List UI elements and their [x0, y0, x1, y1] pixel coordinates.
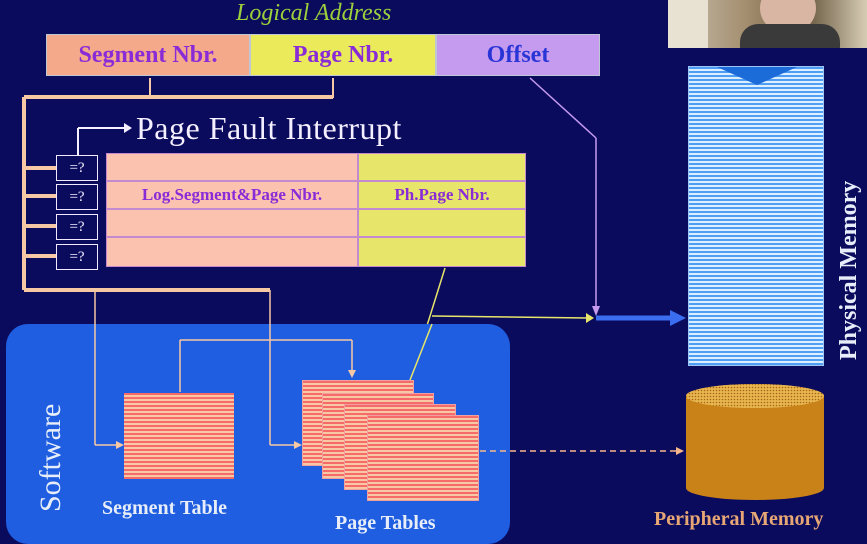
compare-box-4: =?: [56, 244, 98, 270]
physical-memory-label: Physical Memory: [836, 180, 862, 360]
software-label: Software: [34, 403, 67, 512]
segment-table-label: Segment Table: [102, 497, 228, 519]
tlb-row-4-right: [358, 237, 526, 267]
presenter-icon: [668, 0, 840, 48]
tlb-row-1-right: [358, 153, 526, 181]
physical-memory: [688, 66, 824, 366]
peripheral-memory-label: Peripheral Memory: [654, 508, 824, 530]
logical-address-title: Logical Address: [236, 0, 392, 26]
page-table-4: [367, 415, 479, 501]
segment-table: [124, 393, 234, 479]
page-fault-interrupt-label: Page Fault Interrupt: [136, 110, 402, 146]
presenter-video: [668, 0, 867, 48]
tlb-header-right: Ph.Page Nbr.: [358, 181, 526, 209]
tlb-table: Log.Segment&Page Nbr. Ph.Page Nbr.: [106, 153, 526, 267]
compare-box-1: =?: [56, 155, 98, 181]
offset-field: Offset: [436, 34, 600, 76]
tlb-row-3-left: [106, 209, 358, 237]
compare-box-2: =?: [56, 184, 98, 210]
tlb-row-1-left: [106, 153, 358, 181]
tlb-row-3-right: [358, 209, 526, 237]
memory-page-marker: [717, 67, 797, 85]
tlb-header-left: Log.Segment&Page Nbr.: [106, 181, 358, 209]
tlb-row-4-left: [106, 237, 358, 267]
peripheral-memory-cylinder: [686, 384, 824, 500]
page-nbr-field: Page Nbr.: [250, 34, 436, 76]
compare-box-3: =?: [56, 214, 98, 240]
page-tables-label: Page Tables: [335, 512, 436, 534]
segment-nbr-field: Segment Nbr.: [46, 34, 250, 76]
